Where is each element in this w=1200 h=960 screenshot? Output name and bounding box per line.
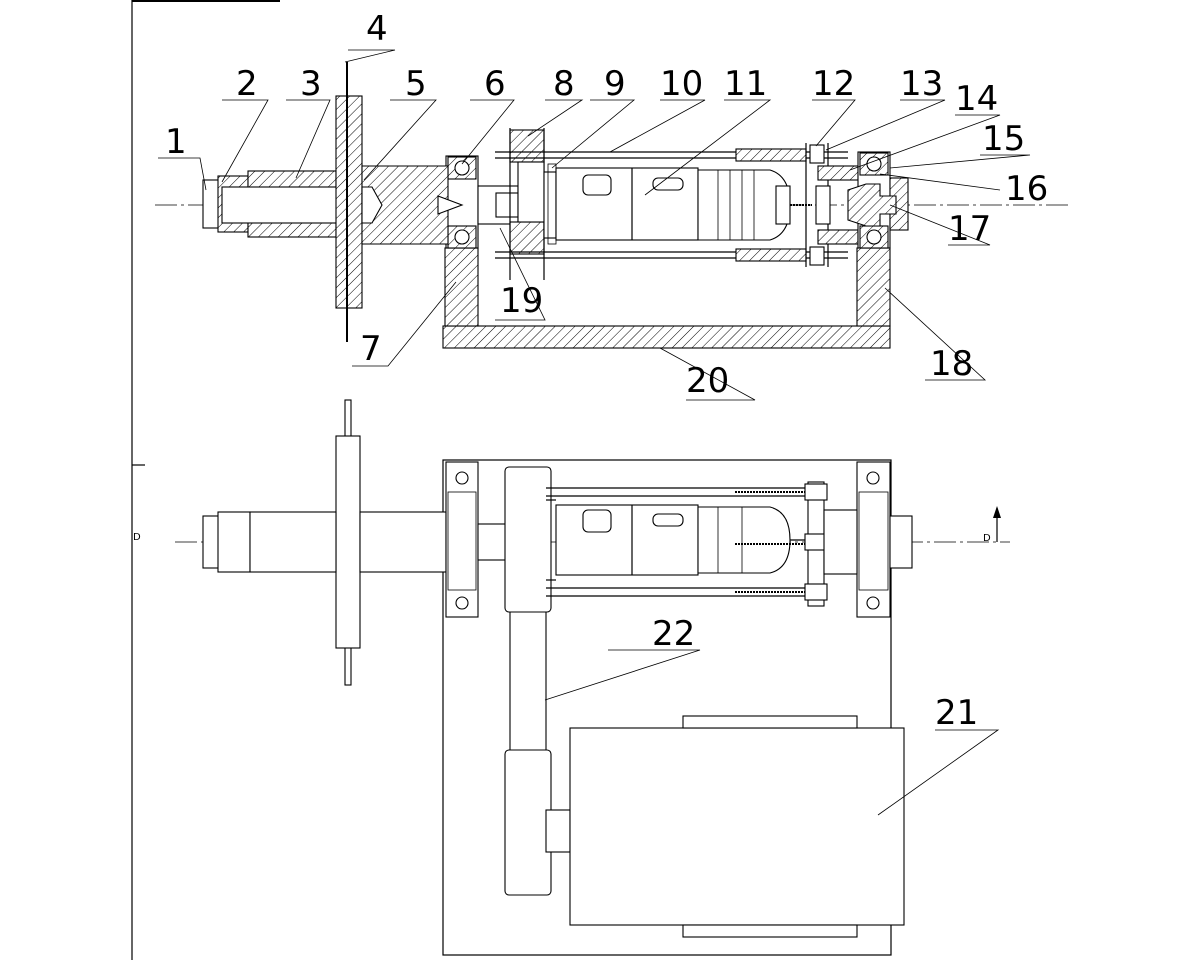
callout-17: 17 [948,209,991,249]
callout-2: 2 [236,64,258,104]
left-bearing-ball-top [454,160,470,176]
hub-center-hole [361,186,383,224]
drive-motor [569,727,905,926]
callout-21: 21 [935,693,978,733]
callout-20: 20 [686,361,729,401]
callout-3: 3 [300,64,322,104]
plan-blade-flange [335,435,361,649]
callout-16: 16 [1005,169,1048,209]
callout-1: 1 [165,122,187,162]
tie-rod-thread-bottom [735,248,807,262]
base-plate [442,325,891,349]
output-shaft-step [495,192,519,218]
callout-7: 7 [360,329,382,369]
plan-shaft [249,511,337,573]
callout-11: 11 [724,64,767,104]
coupling [543,171,557,239]
right-support [856,247,891,327]
left-bearing-ball-bottom [454,229,470,245]
callout-14: 14 [955,79,998,119]
pulley-top [509,129,545,163]
right-housing-lower [817,229,859,245]
blade-flange [335,95,363,309]
callout-15: 15 [982,119,1025,159]
plan-view [175,399,1010,956]
callout-19: 19 [500,281,543,321]
left-support [444,247,479,327]
callout-22: 22 [652,614,695,654]
callout-9: 9 [604,64,626,104]
callout-labels: 1 2 3 4 5 6 7 8 9 10 11 12 13 14 15 16 1… [165,9,1048,733]
pulley-hub [517,161,545,223]
section-view [155,62,1070,349]
pulley-bottom [509,221,545,255]
nut-bottom [809,246,825,266]
callout-4: 4 [366,9,388,49]
plan-pulley-bottom [504,749,552,896]
section-mark-right: D [983,533,991,544]
hub-cone [437,195,464,215]
plan-pulley-top [504,466,552,613]
section-mark-left: D [133,532,141,543]
leader-lines [158,49,1031,816]
tie-rod-thread-top [735,148,807,162]
callout-5: 5 [405,64,427,104]
callout-12: 12 [812,64,855,104]
callout-13: 13 [900,64,943,104]
callout-10: 10 [660,64,703,104]
plan-right-block [856,461,891,618]
plan-base [442,459,892,956]
callout-6: 6 [484,64,506,104]
callout-18: 18 [930,344,973,384]
drawing-frame [131,0,280,960]
adjuster-screw [847,183,897,227]
callout-8: 8 [553,64,575,104]
nut-top [809,144,825,164]
plan-left-block [445,461,479,618]
right-housing [817,165,859,181]
